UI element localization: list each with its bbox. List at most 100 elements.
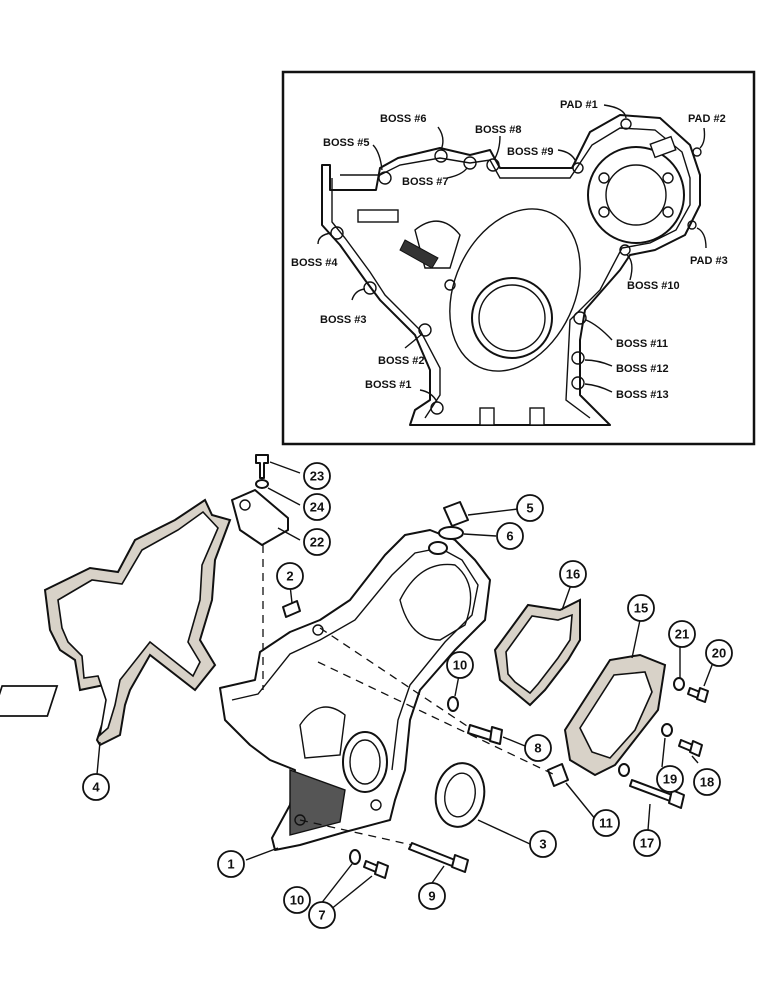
label-boss-12: BOSS #12 [616, 363, 669, 375]
inset-pump-bolt-1 [598, 172, 610, 184]
svg-text:8: 8 [534, 741, 541, 756]
callout-15: 15 [627, 594, 655, 622]
alignment-line-upper [319, 627, 471, 729]
inset-slot [357, 209, 399, 223]
svg-text:2: 2 [286, 569, 293, 584]
inset-crank-bore [471, 277, 553, 359]
callout-8: 8 [524, 734, 552, 762]
oil-seal-3 [434, 762, 486, 828]
label-boss-10: BOSS #10 [627, 280, 680, 292]
callout-6: 6 [496, 522, 524, 550]
timing-cover-seal-bore-inner [349, 739, 381, 785]
inset-view: BOSS #1 BOSS #2 BOSS #3 BOSS #4 BOSS #5 … [281, 70, 756, 446]
inset-pump-bolt-3 [598, 206, 610, 218]
label-boss-8: BOSS #8 [475, 124, 521, 136]
inset-boss-7-hole [463, 156, 477, 170]
inset-boss-5-hole [378, 171, 392, 185]
inset-small-hole [444, 279, 456, 291]
washer-10-lower [349, 849, 361, 865]
bolt-17-head [668, 789, 685, 809]
timing-cover-mount-pad [0, 685, 59, 717]
svg-text:9: 9 [428, 889, 435, 904]
label-boss-11: BOSS #11 [616, 338, 668, 350]
timing-cover-hole-b [294, 814, 306, 826]
pump-gasket-inner [505, 613, 573, 695]
svg-text:11: 11 [599, 816, 613, 831]
callout-11: 11 [592, 809, 620, 837]
inset-pump-tab [649, 135, 677, 159]
label-boss-9: BOSS #9 [507, 146, 553, 158]
callout-7: 7 [308, 901, 336, 929]
inset-pad-1-hole [620, 118, 632, 130]
bolt-20-head [696, 687, 709, 703]
callout-17: 17 [633, 829, 661, 857]
oil-seal-3-inner [444, 772, 476, 818]
inset-boss-3-hole [363, 281, 377, 295]
inset-pump-bolt-4 [662, 206, 674, 218]
washer-6 [438, 526, 464, 540]
svg-text:23: 23 [310, 469, 324, 484]
inset-pump-bore-inner [605, 164, 667, 226]
inset-boss-8-hole [486, 158, 500, 172]
inset-foot-2 [529, 407, 545, 426]
label-boss-13: BOSS #13 [616, 389, 669, 401]
callout-18: 18 [693, 768, 721, 796]
plug-5 [443, 501, 469, 527]
inset-boss-11-hole [573, 311, 587, 325]
svg-text:15: 15 [634, 601, 648, 616]
svg-text:4: 4 [92, 780, 100, 795]
bolt-23 [255, 454, 269, 479]
inset-pump-bolt-2 [662, 172, 674, 184]
bolt-7-head [374, 861, 389, 879]
callout-5: 5 [516, 494, 544, 522]
inset-boss-2-hole [418, 323, 432, 337]
svg-text:24: 24 [310, 500, 325, 515]
washer-21 [673, 677, 685, 691]
svg-text:10: 10 [453, 658, 467, 673]
svg-text:17: 17 [640, 836, 654, 851]
callout-9: 9 [418, 882, 446, 910]
timing-cover-plug-port [428, 541, 448, 555]
timing-cover-window [299, 706, 346, 759]
svg-text:3: 3 [539, 837, 546, 852]
callout-10-upper: 10 [446, 651, 474, 679]
bolt-8 [467, 724, 493, 741]
callout-4: 4 [82, 773, 110, 801]
washer-24 [255, 479, 269, 489]
exploded-view: 1 2 3 4 5 6 7 8 9 10 10 11 15 16 17 18 1… [0, 454, 733, 929]
label-boss-6: BOSS #6 [380, 113, 426, 125]
dowel-2 [282, 600, 301, 618]
inset-boss-12-hole [571, 351, 585, 365]
callout-2: 2 [276, 562, 304, 590]
washer-10-upper [447, 696, 459, 712]
svg-text:21: 21 [675, 627, 689, 642]
callout-19: 19 [656, 765, 684, 793]
front-gasket-inner [57, 510, 219, 738]
svg-text:5: 5 [526, 501, 533, 516]
callout-10-lower: 10 [283, 886, 311, 914]
callout-16: 16 [559, 560, 587, 588]
inset-boss-10-hole [619, 244, 631, 256]
cover-plate-inner [579, 671, 653, 759]
dowel-11 [547, 763, 569, 787]
svg-text:19: 19 [663, 772, 677, 787]
timing-cover-hole-c [370, 799, 382, 811]
svg-text:1: 1 [227, 857, 234, 872]
label-pad-1: PAD #1 [560, 99, 598, 111]
washer-19-b [618, 763, 630, 777]
inset-timing-window [414, 220, 461, 269]
inset-boss-9-hole [572, 162, 584, 174]
bolt-9-head [451, 854, 469, 873]
bolt-9 [408, 842, 456, 867]
svg-text:10: 10 [290, 893, 304, 908]
callout-1: 1 [217, 850, 245, 878]
alignment-line-middle [317, 661, 556, 776]
inset-crank-bore-inner [478, 284, 546, 352]
inset-boss-13-hole [571, 376, 585, 390]
bracket-hole [239, 499, 251, 511]
svg-text:20: 20 [712, 646, 726, 661]
label-pad-3: PAD #3 [690, 255, 728, 267]
label-boss-3: BOSS #3 [320, 314, 366, 326]
label-boss-1: BOSS #1 [365, 379, 411, 391]
